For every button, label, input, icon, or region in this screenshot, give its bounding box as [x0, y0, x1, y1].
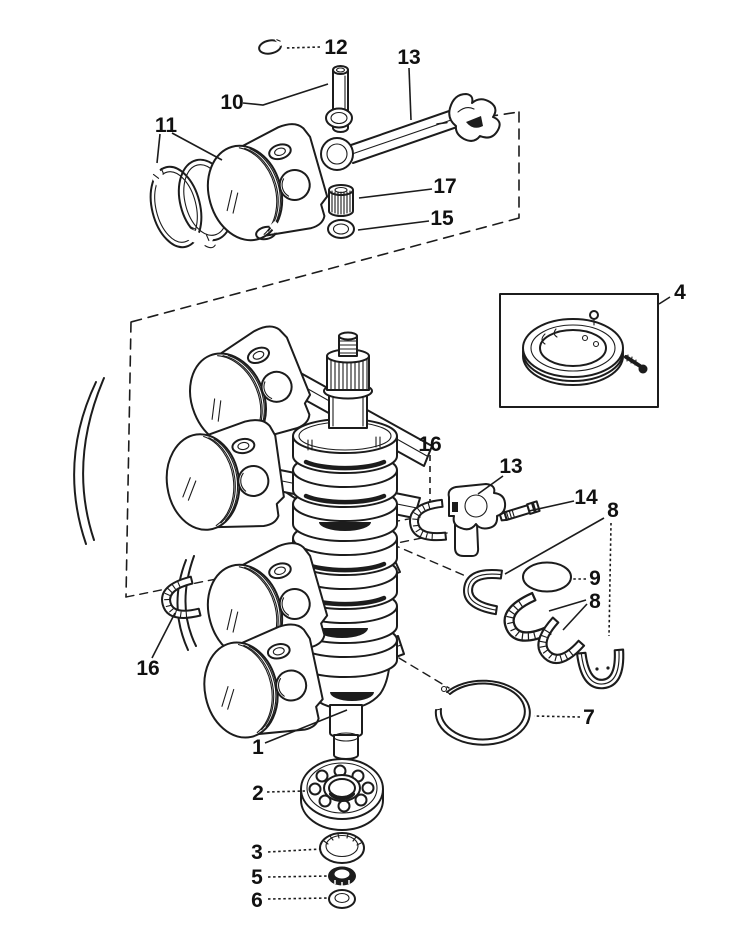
callout-8: 8 [607, 499, 619, 522]
leader-line-12 [285, 46, 321, 49]
leader-line-16 [151, 612, 176, 659]
leader-line-14 [528, 500, 575, 512]
needle-cage-8b [527, 616, 586, 674]
leader-line-1 [264, 709, 348, 744]
retainer-ring-3 [319, 832, 365, 864]
callout-9: 9 [589, 567, 601, 590]
bearing-shell-lower [576, 648, 628, 692]
leader-line-8 [548, 599, 587, 612]
installed-pistons [73, 319, 336, 750]
retaining-clip-bottom [255, 220, 282, 241]
retaining-clip-top [258, 33, 287, 55]
kit-box-4 [499, 293, 659, 408]
leader-line-8 [562, 603, 588, 631]
callout-1: 1 [252, 736, 264, 759]
leader-line-2 [266, 790, 306, 793]
callout-13: 13 [499, 455, 522, 478]
snap-ring-7 [434, 679, 531, 746]
callout-7: 7 [583, 706, 595, 729]
seal-ring-6 [328, 889, 356, 909]
leader-line-8 [608, 522, 612, 637]
callout-17: 17 [433, 175, 456, 198]
leader-line-10 [242, 83, 329, 106]
leader-line-15 [357, 220, 430, 231]
leader-line-13 [408, 67, 412, 121]
leader-line-7 [533, 715, 581, 718]
thrust-washer-15 [327, 219, 355, 239]
piston-assembly-top [194, 118, 336, 254]
bearing-shell-upper [460, 564, 503, 616]
callout-14: 14 [574, 486, 598, 509]
leader-line-3 [267, 848, 322, 853]
callout-2: 2 [252, 782, 264, 805]
callout-13: 13 [397, 46, 420, 69]
callout-3: 3 [251, 841, 263, 864]
ball-detent [589, 310, 599, 320]
leader-line-4 [658, 296, 671, 305]
callout-12: 12 [324, 36, 347, 59]
leader-line-6 [267, 897, 331, 900]
screw [624, 354, 648, 374]
leader-line-5 [267, 875, 330, 878]
callout-6: 6 [251, 889, 263, 912]
connecting-rod-top [320, 93, 501, 171]
leader-line-13 [477, 475, 504, 495]
callout-8: 8 [589, 590, 601, 613]
needle-bearing-17 [328, 184, 354, 217]
ball-bearing-2 [300, 758, 384, 831]
leader-line-8 [504, 517, 605, 575]
callout-15: 15 [430, 207, 454, 230]
grooved-washer-5 [328, 866, 356, 886]
needle-cage-16-left [156, 575, 202, 625]
rod-cap-13 [447, 483, 507, 557]
thrust-washer-upper [325, 107, 353, 129]
leader-line-17 [358, 188, 433, 199]
leader-line-11 [156, 133, 161, 164]
callout-5: 5 [251, 866, 263, 889]
callout-4: 4 [674, 281, 686, 304]
callout-10: 10 [220, 91, 243, 114]
sealing-ring-9 [522, 561, 572, 593]
callout-11: 11 [155, 114, 178, 137]
leader-line-11 [171, 132, 223, 161]
callout-16: 16 [418, 433, 441, 456]
callout-16: 16 [136, 657, 159, 680]
